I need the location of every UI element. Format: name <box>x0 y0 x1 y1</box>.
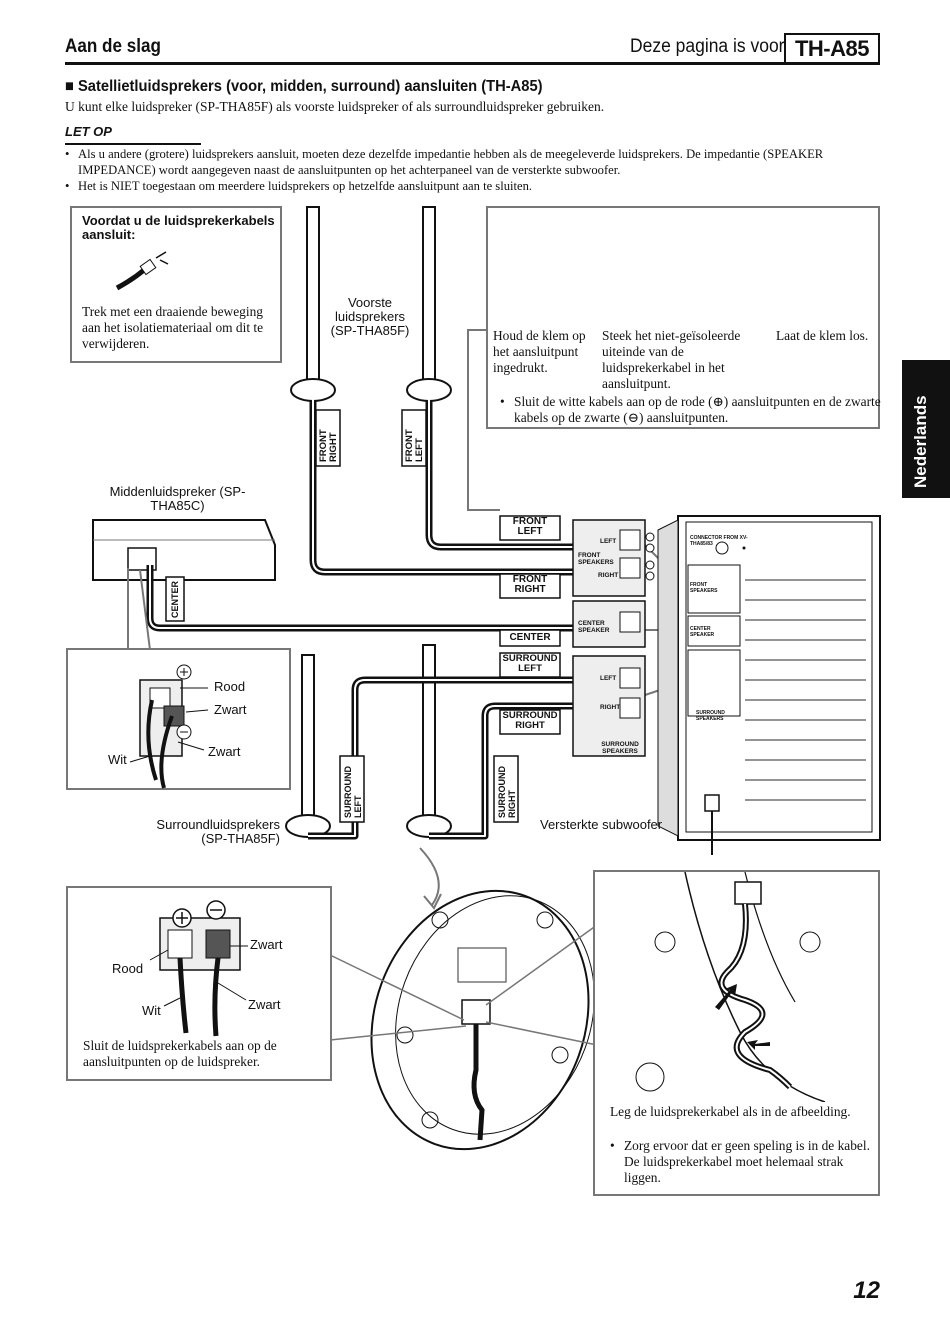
front-left-pole-label: FRONT LEFT <box>404 429 425 462</box>
speaker-base-disc <box>329 847 598 1151</box>
center-speaker-label: Middenluidspreker (SP-THA85C) <box>109 484 246 513</box>
header-rule <box>65 62 880 65</box>
speaker-cables <box>146 400 620 840</box>
panel-right-label: RIGHT <box>600 704 621 711</box>
step1-text: Houd de klem op het aansluitpunt ingedru… <box>493 328 586 375</box>
surround-left-speaker <box>285 654 331 838</box>
before-box-text: Trek met een draaiende beweging aan het … <box>82 304 264 351</box>
caution-item: Het is NIET toegestaan om meerdere luids… <box>65 179 888 195</box>
step3-text: Laat de klem los. <box>776 328 869 343</box>
front-left-speaker <box>406 206 452 402</box>
routing-bullet-text: Zorg ervoor dat er geen speling is in de… <box>624 1138 870 1185</box>
before-box-title: Voordat u de luidsprekerkabels aansluit: <box>82 213 275 242</box>
routing-bullet: •Zorg ervoor dat er geen speling is in d… <box>610 1138 870 1185</box>
subwoofer-label: Versterkte subwoofer <box>540 817 663 832</box>
clamp-steps-box: Houd de klem op het aansluitpunt ingedru… <box>486 206 881 429</box>
steps-note-text: Sluit de witte kabels aan op de rode (⊕)… <box>514 394 881 425</box>
speaker-terminal-text: Sluit de luidsprekerkabels aan op de aan… <box>83 1038 277 1069</box>
header-section-title: Aan de slag <box>65 36 161 57</box>
caution-item: Als u andere (grotere) luidsprekers aans… <box>65 147 888 178</box>
center-speaker <box>92 519 276 581</box>
before-connecting-box: Voordat u de luidsprekerkabels aansluit:… <box>70 206 282 363</box>
surround-right-pole-label: SURROUND RIGHT <box>497 765 517 818</box>
section-title: ■ Satellietluidsprekers (voor, midden, s… <box>65 78 543 95</box>
language-side-tab: Nederlands <box>902 360 950 498</box>
zwart-label: Zwart <box>248 997 281 1012</box>
surround-speakers-label: Surroundluidsprekers (SP-THA85F) <box>156 817 280 846</box>
zwart-label: Zwart <box>250 937 283 952</box>
zwart-label: Zwart <box>208 744 241 759</box>
panel-surround-speakers-label: SURROUND SPEAKERS <box>601 741 639 755</box>
front-right-pole-label: FRONT RIGHT <box>318 429 339 462</box>
front-right-speaker <box>290 206 336 402</box>
connector-label: CONNECTOR FROM XV-THA85/83 <box>690 535 748 547</box>
step2-text: Steek het niet-geïsoleerde uiteinde van … <box>602 328 741 391</box>
caution-heading: LET OP <box>65 124 112 139</box>
subwoofer <box>657 515 881 855</box>
center-terminal-closeup-box: Rood Zwart Zwart Wit <box>66 648 291 790</box>
front-speakers-label: Voorste luidsprekers (SP-THA85F) <box>330 295 410 338</box>
speaker-terminal-box: Zwart Rood Zwart Wit Sluit de luidspreke… <box>66 886 332 1081</box>
routing-text: Leg de luidsprekerkabel als in de afbeel… <box>610 1104 851 1119</box>
wire-strip-icon <box>112 250 172 294</box>
caution-rule <box>65 143 201 145</box>
sub-surround-speakers-label: SURROUND SPEAKERS <box>696 710 725 722</box>
cable-routing-box: Leg de luidsprekerkabel als in de afbeel… <box>593 870 880 1196</box>
cable-routing-closeup <box>635 872 826 1102</box>
surround-right-cable-label: SURROUND RIGHT <box>502 710 558 731</box>
surround-left-cable-label: SURROUND LEFT <box>502 653 558 674</box>
header-applies-to: Deze pagina is voor <box>630 36 785 57</box>
sub-front-speakers-label: FRONT SPEAKERS <box>690 582 718 594</box>
terminal-closeups <box>572 519 655 757</box>
zwart-label: Zwart <box>214 702 247 717</box>
wit-label: Wit <box>142 1003 161 1018</box>
speaker-terminal-closeup <box>149 900 248 1037</box>
cable-label-boxes <box>165 409 561 823</box>
center-pole-label: CENTER <box>170 580 180 618</box>
panel-left-label: LEFT <box>600 538 617 545</box>
panel-front-speakers-label: FRONT SPEAKERS <box>578 552 614 566</box>
panel-right-label: RIGHT <box>598 572 619 579</box>
surround-right-speaker <box>406 644 452 838</box>
rood-label: Rood <box>214 679 246 694</box>
center-terminal-closeup <box>129 664 209 789</box>
panel-left-label: LEFT <box>600 675 617 682</box>
wit-label: Wit <box>108 752 127 767</box>
front-right-cable-label: FRONT RIGHT <box>512 574 548 595</box>
page-number: 12 <box>853 1277 880 1304</box>
sub-center-speaker-label: CENTER SPEAKER <box>690 626 715 638</box>
steps-note: •Sluit de witte kabels aan op de rode (⊕… <box>500 394 881 425</box>
panel-center-speaker-label: CENTER SPEAKER <box>578 620 610 634</box>
surround-left-pole-label: SURROUND LEFT <box>343 765 363 818</box>
intro-text: U kunt elke luidspreker (SP-THA85F) als … <box>65 99 605 114</box>
front-left-cable-label: FRONT LEFT <box>512 516 548 537</box>
rood-label: Rood <box>112 961 144 976</box>
center-cable-label: CENTER <box>509 632 551 643</box>
